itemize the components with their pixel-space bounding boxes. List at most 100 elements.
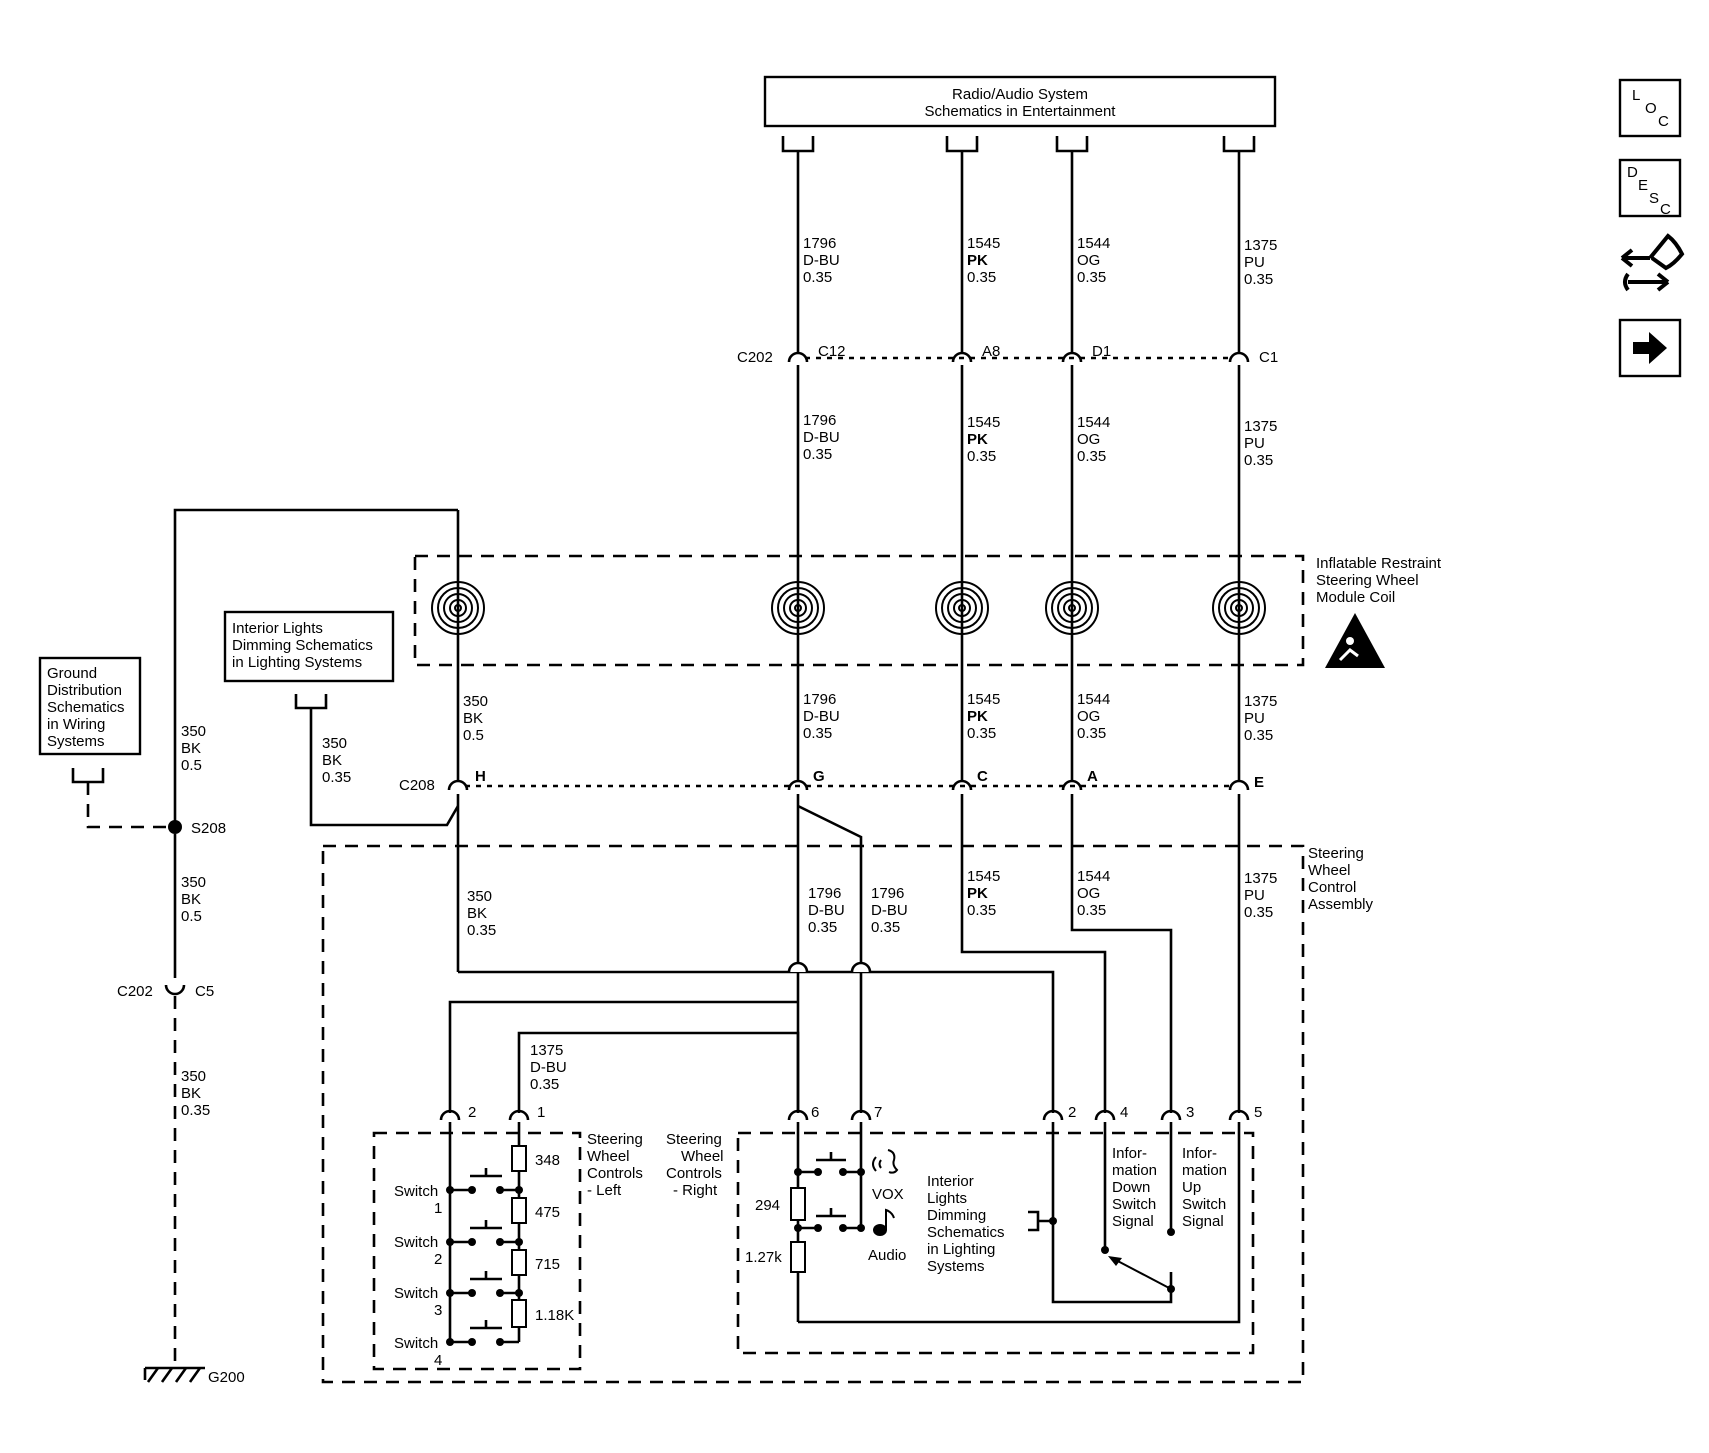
svg-text:Dimming Schematics: Dimming Schematics	[232, 637, 373, 654]
svg-text:0.35: 0.35	[871, 919, 900, 936]
c202-pin-c12: C12	[818, 343, 846, 360]
svg-text:C5: C5	[195, 983, 214, 1000]
svg-text:1545: 1545	[967, 235, 1000, 252]
svg-text:C202: C202	[117, 983, 153, 1000]
svg-text:Down: Down	[1112, 1179, 1150, 1196]
svg-text:Switch: Switch	[394, 1335, 438, 1352]
svg-text:1544: 1544	[1077, 868, 1110, 885]
interior-lights-dimming-box[interactable]: Interior Lights Dimming Schematics in Li…	[223, 610, 395, 683]
svg-text:1.18K: 1.18K	[535, 1307, 574, 1324]
svg-text:G: G	[813, 768, 825, 785]
svg-text:0.5: 0.5	[181, 757, 202, 774]
c202-pins	[787, 351, 1250, 363]
svg-text:0.35: 0.35	[181, 1102, 210, 1119]
arrow-right-icon	[1633, 332, 1667, 364]
main-wires	[456, 151, 1241, 780]
loc-button[interactable]: L O C	[1618, 78, 1682, 138]
svg-text:5: 5	[1254, 1104, 1262, 1121]
svg-text:BK: BK	[467, 905, 487, 922]
svg-text:Signal: Signal	[1112, 1213, 1154, 1230]
svg-text:- Right: - Right	[673, 1182, 718, 1199]
svg-text:Steering: Steering	[666, 1131, 722, 1148]
svg-text:mation: mation	[1112, 1162, 1157, 1179]
svg-text:0.35: 0.35	[1244, 271, 1273, 288]
svg-text:0.35: 0.35	[803, 269, 832, 286]
svg-text:1: 1	[434, 1200, 442, 1217]
c208-label: C208	[399, 777, 435, 794]
right-junction-dots	[794, 1168, 1175, 1293]
svg-text:0.5: 0.5	[181, 908, 202, 925]
svg-text:Control: Control	[1308, 879, 1356, 896]
info-switch-lever	[1108, 1256, 1172, 1290]
svg-text:E: E	[1254, 774, 1264, 791]
svg-text:Wheel: Wheel	[681, 1148, 724, 1165]
c202-label: C202	[737, 349, 773, 366]
info-down-label: Infor- mation Down Switch Signal	[1112, 1145, 1157, 1230]
svg-text:350: 350	[463, 693, 488, 710]
svg-text:Controls: Controls	[666, 1165, 722, 1182]
svg-text:D-BU: D-BU	[803, 708, 840, 725]
svg-text:OG: OG	[1077, 252, 1100, 269]
svg-text:OG: OG	[1077, 885, 1100, 902]
svg-text:1796: 1796	[803, 412, 836, 429]
svg-text:Ground: Ground	[47, 665, 97, 682]
desc-button[interactable]: D E S C	[1618, 158, 1682, 218]
svg-text:Controls: Controls	[587, 1165, 643, 1182]
svg-text:A: A	[1087, 768, 1098, 785]
svg-text:2: 2	[434, 1251, 442, 1268]
c202-c5-pin	[164, 984, 186, 996]
right-resistors	[790, 1187, 806, 1273]
c202-pin-c1: C1	[1259, 349, 1278, 366]
svg-text:Switch: Switch	[394, 1285, 438, 1302]
c202-pin-d1: D1	[1092, 343, 1111, 360]
svg-text:BK: BK	[181, 740, 201, 757]
svg-text:1796: 1796	[871, 885, 904, 902]
svg-text:1796: 1796	[803, 235, 836, 252]
audio-note-icon	[873, 1208, 895, 1236]
svg-text:2: 2	[1068, 1104, 1076, 1121]
controls-pins	[439, 1109, 1250, 1121]
svg-text:D-BU: D-BU	[808, 902, 845, 919]
s208-label: S208	[191, 820, 226, 837]
c208-pins	[447, 779, 1250, 791]
svg-text:3: 3	[1186, 1104, 1194, 1121]
ground-symbol-icon	[143, 1366, 205, 1383]
radio-audio-box[interactable]: Radio/Audio System Schematics in Enterta…	[763, 75, 1277, 128]
svg-text:1.27k: 1.27k	[745, 1249, 782, 1266]
svg-text:PK: PK	[967, 885, 988, 902]
module-coil-box	[413, 554, 1305, 667]
left-switch-network	[448, 1122, 521, 1344]
coil-label-3: Module Coil	[1316, 589, 1395, 606]
svg-text:BK: BK	[181, 891, 201, 908]
controls-right-box	[736, 1131, 1255, 1355]
arrow-right-button[interactable]	[1618, 318, 1682, 378]
svg-text:Switch: Switch	[1112, 1196, 1156, 1213]
svg-text:0.5: 0.5	[463, 727, 484, 744]
svg-text:1375: 1375	[1244, 237, 1277, 254]
svg-text:C: C	[977, 768, 988, 785]
svg-text:Distribution: Distribution	[47, 682, 122, 699]
svg-text:0.35: 0.35	[808, 919, 837, 936]
svg-text:0.35: 0.35	[967, 269, 996, 286]
svg-text:Switch: Switch	[1182, 1196, 1226, 1213]
ground-distribution-box[interactable]: Ground Distribution Schematics in Wiring…	[38, 656, 142, 756]
svg-text:O: O	[1645, 100, 1657, 117]
svg-text:1375: 1375	[1244, 418, 1277, 435]
svg-text:1796: 1796	[803, 691, 836, 708]
swap-wrench-icon[interactable]	[1620, 233, 1685, 292]
svg-text:1375: 1375	[530, 1042, 563, 1059]
svg-text:D-BU: D-BU	[803, 429, 840, 446]
svg-text:D-BU: D-BU	[803, 252, 840, 269]
svg-text:Lights: Lights	[927, 1190, 967, 1207]
c202-pin-a8: A8	[982, 343, 1000, 360]
svg-text:350: 350	[467, 888, 492, 905]
ground-box-pin	[71, 768, 105, 784]
svg-text:mation: mation	[1182, 1162, 1227, 1179]
crossover-hops	[787, 961, 872, 973]
svg-text:PU: PU	[1244, 254, 1265, 271]
svg-text:- Left: - Left	[587, 1182, 622, 1199]
svg-text:350: 350	[181, 874, 206, 891]
svg-text:Schematics: Schematics	[47, 699, 125, 716]
svg-text:OG: OG	[1077, 431, 1100, 448]
